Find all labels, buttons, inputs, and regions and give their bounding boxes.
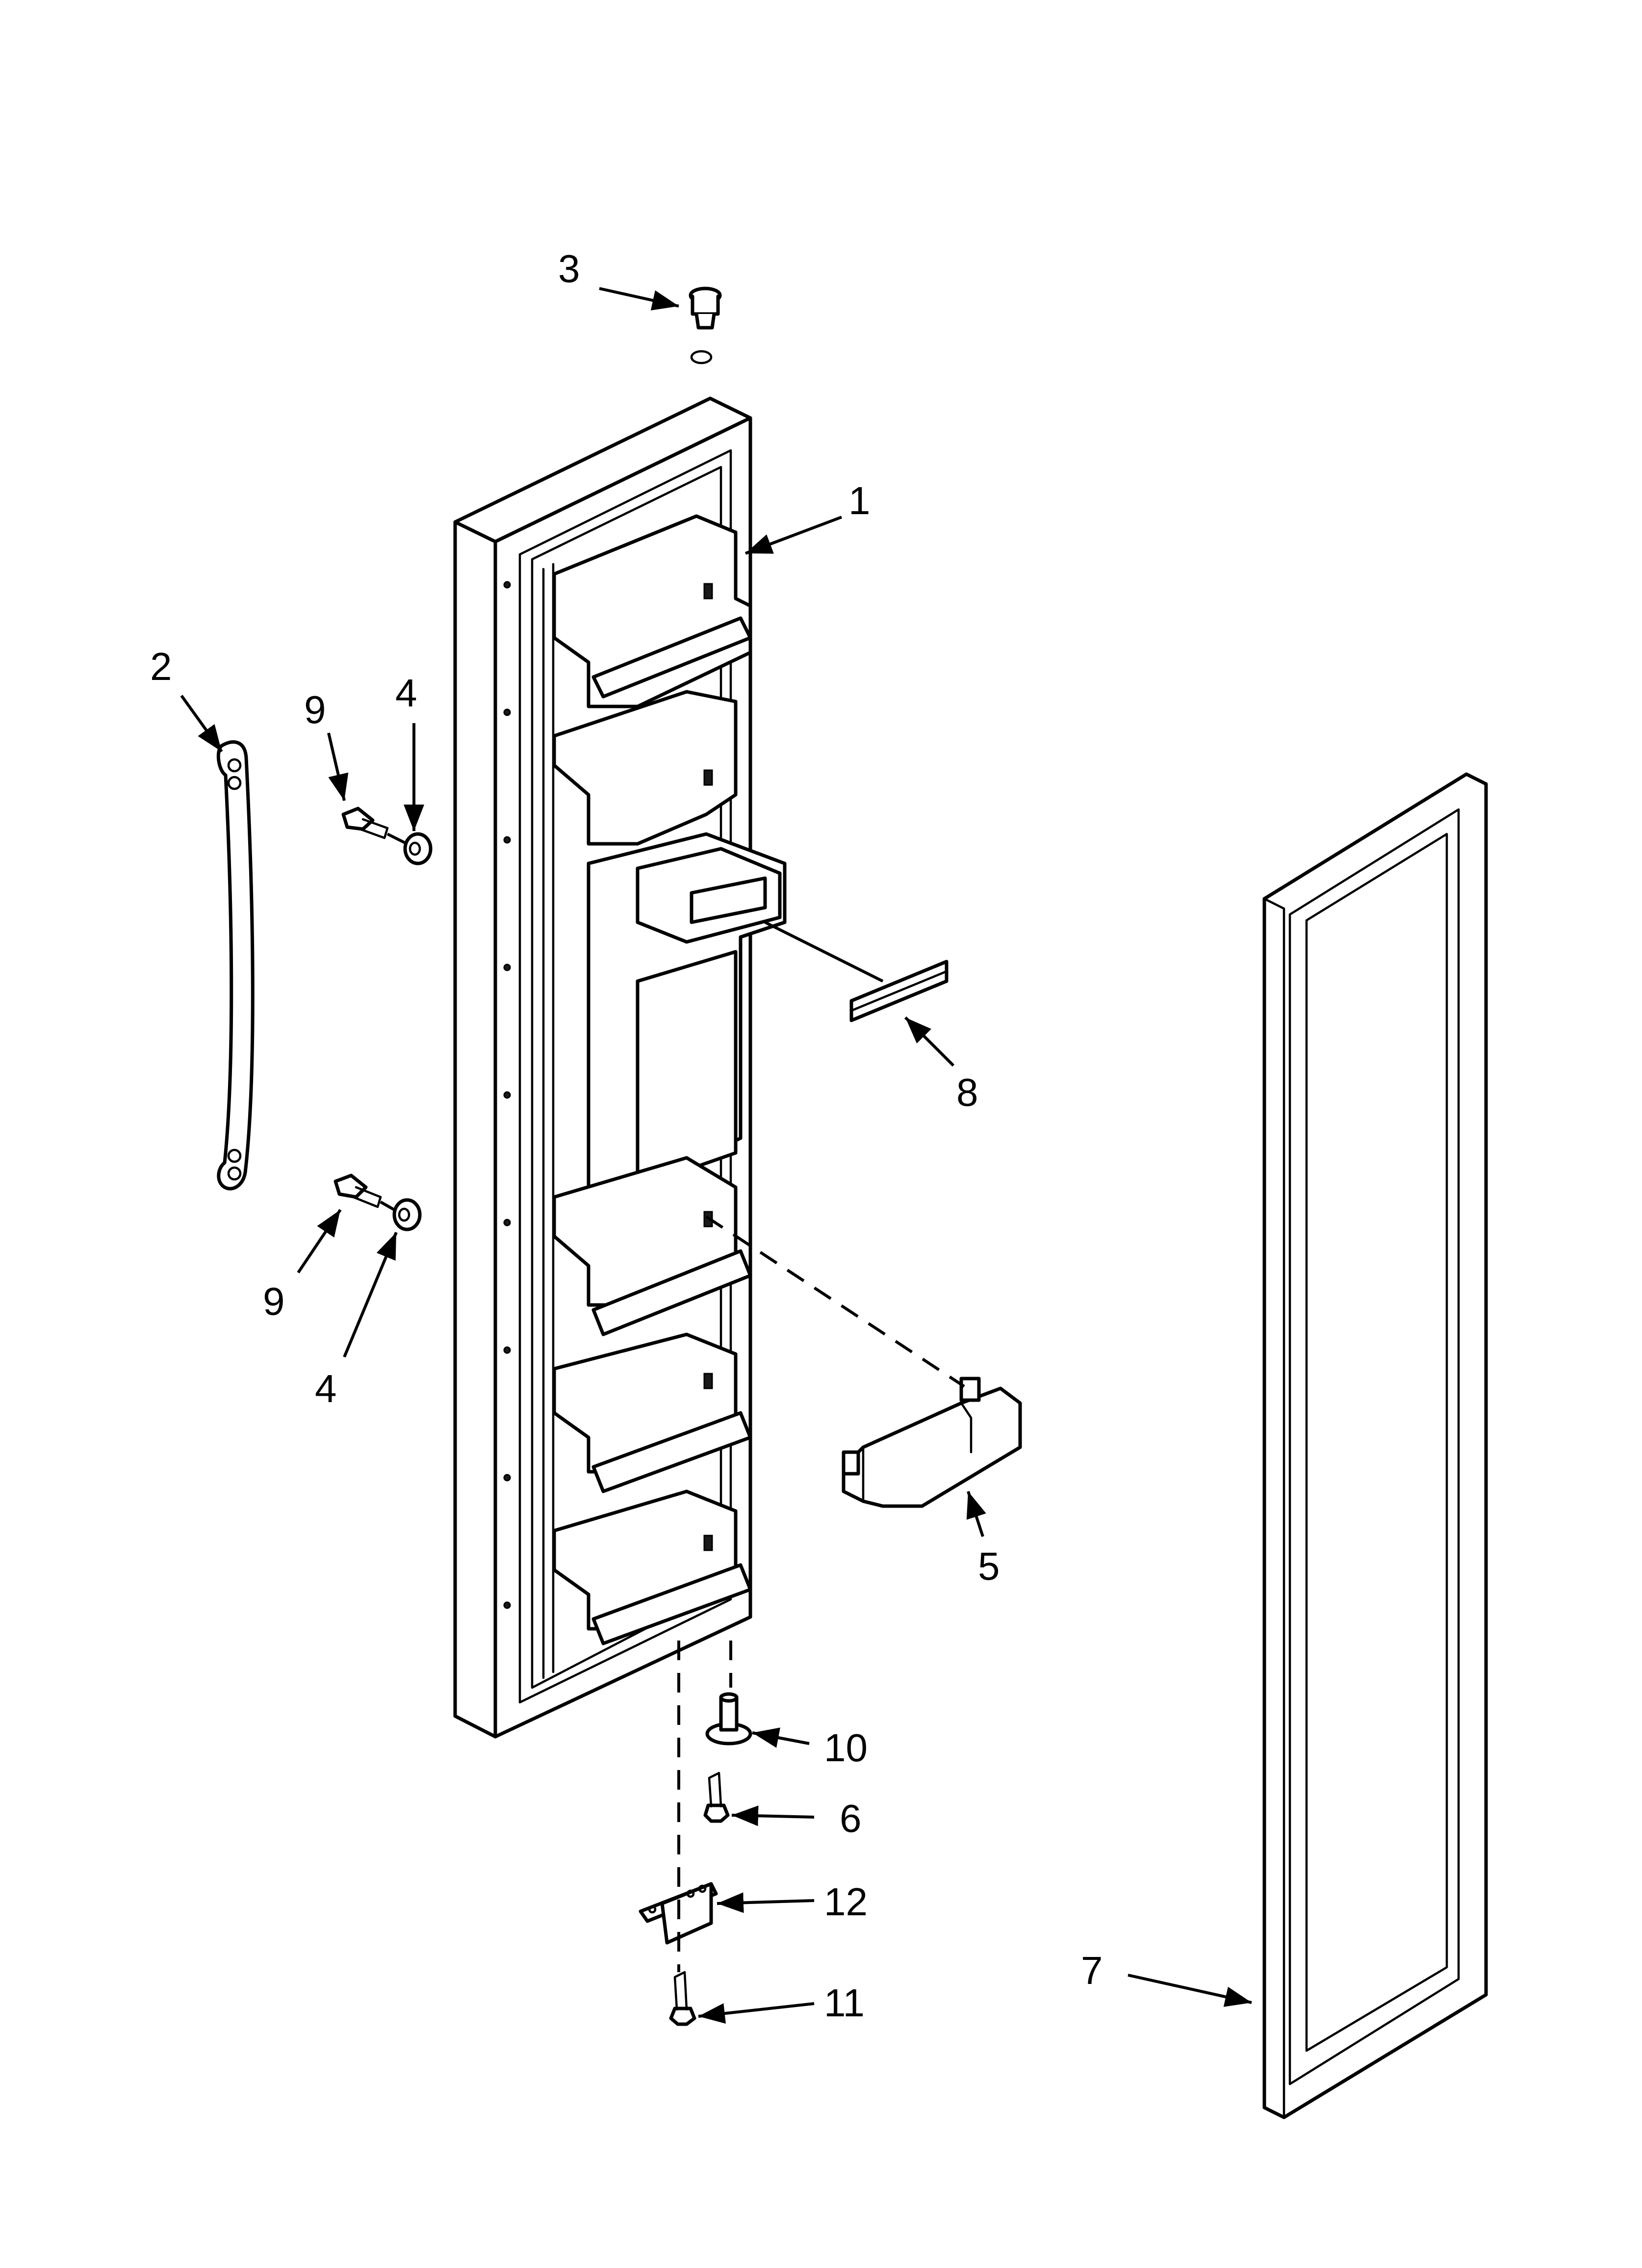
handle-spacer-top xyxy=(403,832,433,865)
dispenser-trim-strip xyxy=(849,960,949,1022)
door-rivets xyxy=(503,581,511,1609)
door-handle xyxy=(216,740,255,1191)
handle-screw-top xyxy=(341,807,389,839)
door-assembly xyxy=(453,350,787,1739)
handle-spacer-bottom xyxy=(392,1198,422,1231)
handle-screw-bottom xyxy=(334,1173,382,1208)
hinge-plug xyxy=(689,287,722,330)
callout-11: 11 xyxy=(824,1981,865,2025)
callout-3: 3 xyxy=(558,247,580,290)
callout-1: 1 xyxy=(848,479,871,522)
callout-9-bottom: 9 xyxy=(263,1279,285,1323)
bracket-screw xyxy=(669,1971,696,2026)
callout-9-top: 9 xyxy=(304,688,326,731)
callout-10: 10 xyxy=(824,1726,868,1770)
callout-6: 6 xyxy=(840,1797,862,1840)
callout-4-top: 4 xyxy=(395,671,417,715)
callout-4-bottom: 4 xyxy=(315,1367,337,1410)
hinge-screw xyxy=(703,1772,730,1823)
door-gasket xyxy=(1262,772,1488,2119)
callout-leaders xyxy=(180,287,1252,2024)
door-bin xyxy=(842,1377,1022,1508)
callout-5: 5 xyxy=(978,1544,1000,1588)
callout-7: 7 xyxy=(1081,1949,1103,1992)
callout-2: 2 xyxy=(150,645,172,688)
callout-12: 12 xyxy=(824,1880,868,1924)
callout-labels: 3 1 2 9 4 8 9 4 5 10 6 12 7 11 xyxy=(150,247,1103,2025)
hinge-bushing xyxy=(705,1692,752,1746)
bin-clips xyxy=(703,583,713,1551)
callout-8: 8 xyxy=(956,1070,978,1114)
